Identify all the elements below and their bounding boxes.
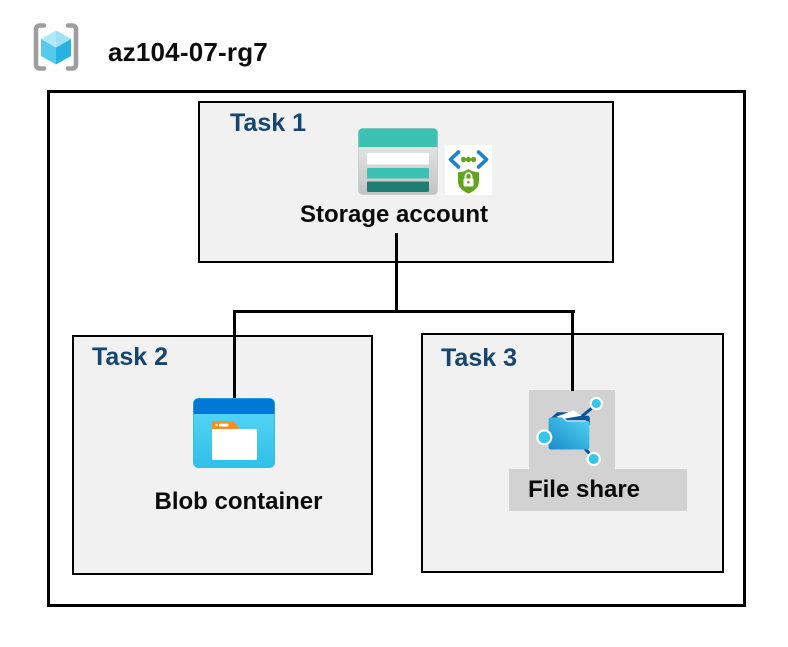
task2-label: Task 2	[92, 343, 168, 371]
connector-horizontal	[233, 310, 575, 313]
task1-box: Task 1 Storage account	[198, 101, 614, 263]
file-share-label: File share	[527, 475, 641, 503]
task1-label: Task 1	[230, 109, 306, 137]
task3-box: Task 3 File share	[421, 333, 724, 573]
file-share-label-highlight: File share	[509, 469, 687, 511]
resource-group-icon	[33, 23, 79, 71]
connector-to-file-share	[571, 310, 574, 391]
file-share-icon-highlight	[529, 390, 615, 469]
file-share-icon	[536, 396, 603, 466]
storage-account-icon	[358, 128, 438, 195]
blob-container-label: Blob container	[154, 488, 323, 515]
connector-to-blob-container	[233, 310, 236, 398]
storage-account-label: Storage account	[299, 201, 489, 228]
task2-box: Task 2 Blob container	[72, 335, 373, 575]
task3-label: Task 3	[441, 344, 517, 372]
resource-group-title: az104-07-rg7	[108, 37, 268, 67]
blob-container-icon	[193, 398, 275, 468]
sas-lock-icon	[445, 145, 492, 195]
connector-storage-trunk	[395, 233, 398, 313]
